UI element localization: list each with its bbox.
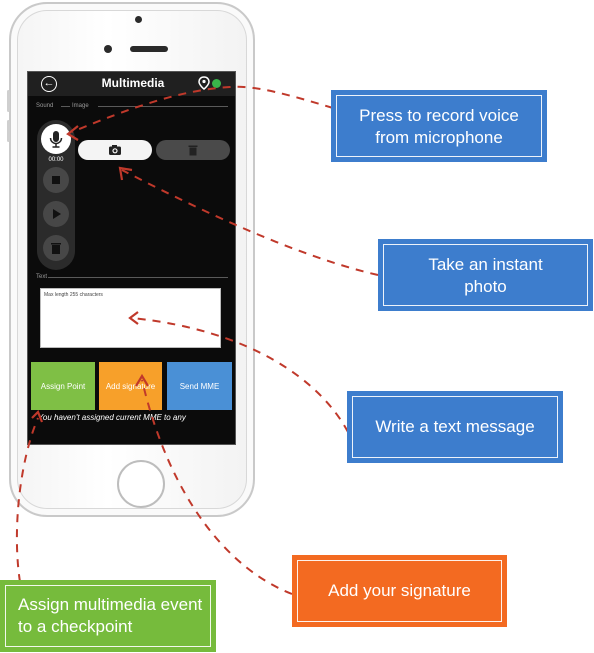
photo-callout-text: Take an instant photo [428,255,543,296]
app-screen: ← Multimedia Sound Image 00:00 [27,71,236,445]
text-arrowhead [128,311,139,325]
volume-up-button [7,90,10,112]
text-callout-text: Write a text message [375,417,535,436]
trash-icon [51,243,61,254]
gps-status-icon [212,79,221,88]
callout-border [336,95,542,157]
text-callout: Write a text message [347,391,563,463]
assignment-notice: You haven't assigned current MME to any [38,413,186,422]
assign-callout-text: Assign multimedia event to a checkpoint [18,595,203,636]
record-callout-text: Press to record voice from microphone [359,106,519,147]
audio-controls: 00:00 [37,120,75,270]
divider [98,106,228,107]
speaker-grille [130,46,168,52]
photo-callout: Take an instant photo [378,239,593,311]
delete-photo-button[interactable] [156,140,230,160]
callout-border [5,585,211,647]
record-connector [71,85,334,133]
send-mme-button[interactable]: Send MME [167,362,232,410]
record-timer: 00:00 [48,157,64,163]
add-signature-button[interactable]: Add signature [99,362,162,410]
image-label: Image [72,103,89,109]
location-pin-icon[interactable] [198,76,210,90]
sound-label: Sound [36,103,54,109]
take-photo-button[interactable] [78,140,152,160]
divider [48,277,228,278]
assign-callout: Assign multimedia event to a checkpoint [0,580,216,652]
assign-point-button[interactable]: Assign Point [31,362,95,410]
record-button[interactable] [41,124,71,154]
signature-callout-text: Add your signature [328,581,471,600]
camera-icon [109,145,121,155]
volume-down-button [7,120,10,142]
stop-button[interactable] [43,167,69,193]
delete-audio-button[interactable] [43,235,69,261]
page-title: Multimedia [101,76,165,90]
signature-arrowhead [135,373,149,387]
front-sensor-icon [135,16,142,23]
assign-arrowhead [31,410,44,423]
photo-connector [121,169,379,276]
divider [61,106,70,107]
callout-border [383,244,588,306]
signature-callout: Add your signature [292,555,507,627]
assign-connector [15,417,39,583]
text-label: Text [36,274,48,280]
record-callout: Press to record voice from microphone [331,90,547,162]
microphone-icon [49,131,63,148]
record-arrowhead [66,125,79,141]
trash-icon [188,145,198,156]
photo-arrowhead [118,166,133,181]
play-button[interactable] [43,201,69,227]
front-camera-icon [104,45,112,53]
callout-border [297,560,502,622]
callout-border [352,396,558,458]
top-bar: ← Multimedia [28,72,235,96]
text-connector [131,317,349,433]
play-icon [53,209,61,219]
home-button[interactable] [117,460,165,508]
back-arrow-icon[interactable]: ← [41,76,57,92]
signature-connector [141,379,293,595]
stop-icon [52,176,60,184]
